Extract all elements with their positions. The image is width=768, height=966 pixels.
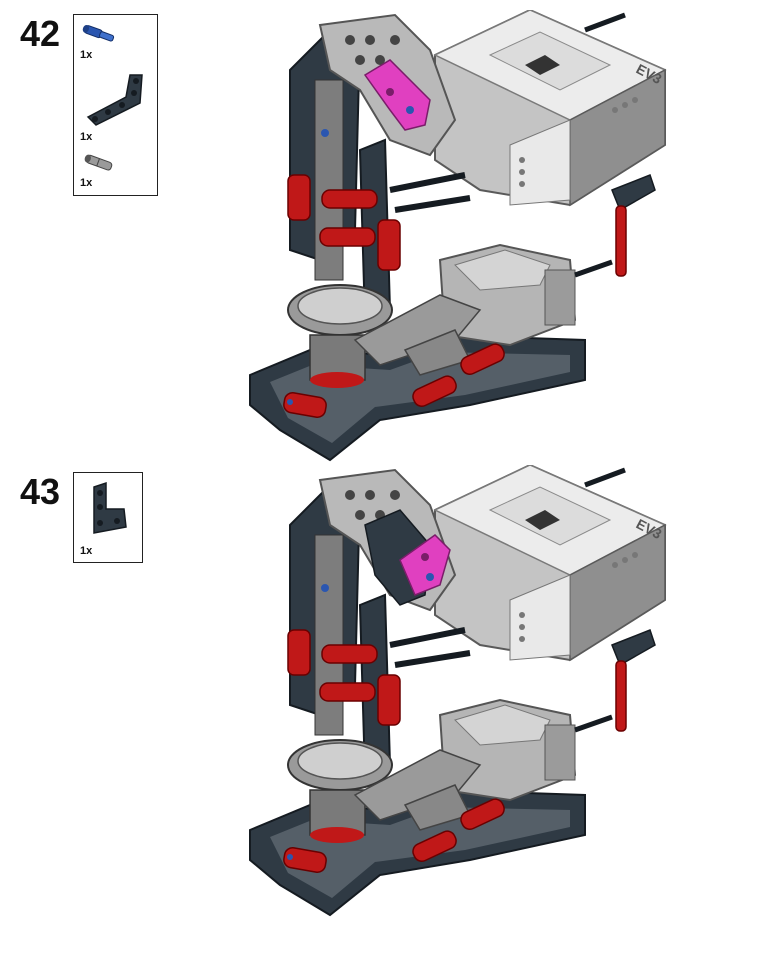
assembled-model-illustration: EV3 — [249, 465, 667, 917]
grey-axle-connector-icon — [84, 154, 113, 171]
part-quantity: 1x — [80, 177, 93, 189]
parts-list-box: 1x — [73, 472, 143, 563]
dark-t-liftarm-icon — [93, 481, 127, 534]
magenta-liftarm — [363, 59, 431, 131]
part-quantity: 1x — [80, 49, 93, 61]
step-number: 43 — [20, 471, 61, 512]
red-liftarm — [287, 174, 311, 221]
parts-list-box: 1x 1x 1x — [73, 14, 158, 196]
magenta-liftarm — [399, 534, 451, 596]
step-number: 42 — [20, 13, 61, 54]
part-quantity: 1x — [80, 545, 93, 557]
part-quantity: 1x — [80, 131, 93, 143]
assembled-model-illustration: EV3 — [249, 10, 667, 462]
dark-bent-liftarm-icon — [86, 74, 143, 126]
blue-axle-pin-icon — [82, 24, 115, 42]
red-liftarm — [287, 629, 311, 676]
